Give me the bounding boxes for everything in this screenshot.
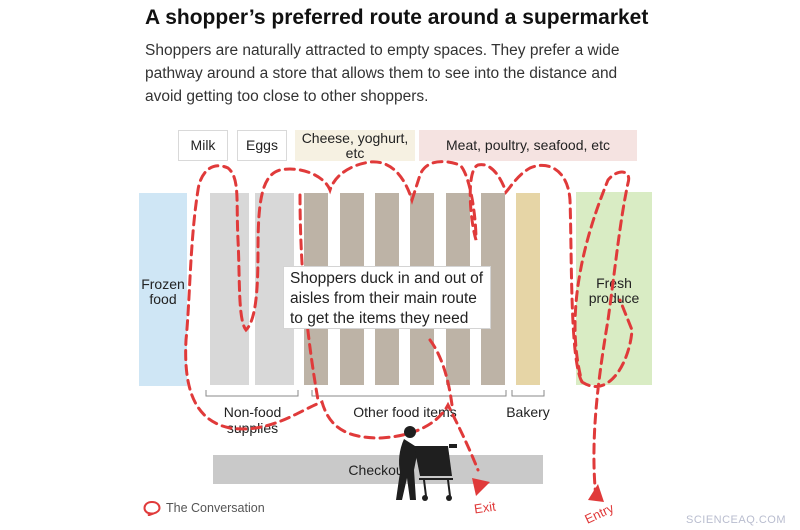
category-cheese: Cheese, yoghurt, etc — [295, 130, 415, 161]
aisle-callout: Shoppers duck in and out of aisles from … — [283, 266, 491, 329]
aisle-nonfood-1 — [210, 193, 249, 385]
category-milk: Milk — [178, 130, 228, 161]
entry-arrow-icon — [588, 484, 604, 502]
bakery-bracket — [511, 390, 545, 397]
aisle-bakery — [516, 193, 540, 385]
category-meat: Meat, poultry, seafood, etc — [419, 130, 637, 161]
checkout-counter: Checkout — [213, 455, 543, 484]
source-text: The Conversation — [166, 501, 265, 515]
frozen-food-zone — [139, 193, 187, 386]
category-eggs: Eggs — [237, 130, 287, 161]
page-subtitle: Shoppers are naturally attracted to empt… — [145, 42, 620, 105]
conversation-logo-icon — [143, 500, 161, 516]
watermark: SCIENCEAQ.COM — [685, 514, 786, 526]
source-credit: The Conversation — [143, 500, 265, 516]
otherfood-bracket — [311, 390, 507, 397]
frozen-food-label: Frozen food — [141, 276, 185, 307]
exit-arrow-icon — [472, 478, 490, 496]
bakery-label: Bakery — [506, 404, 550, 420]
route-aisle-dip-2 — [428, 338, 454, 407]
fresh-produce-zone — [576, 192, 652, 385]
otherfood-label: Other food items — [353, 404, 457, 420]
route-path — [184, 160, 634, 500]
page-title: A shopper’s preferred route around a sup… — [145, 6, 649, 29]
nonfood-bracket — [205, 390, 299, 397]
